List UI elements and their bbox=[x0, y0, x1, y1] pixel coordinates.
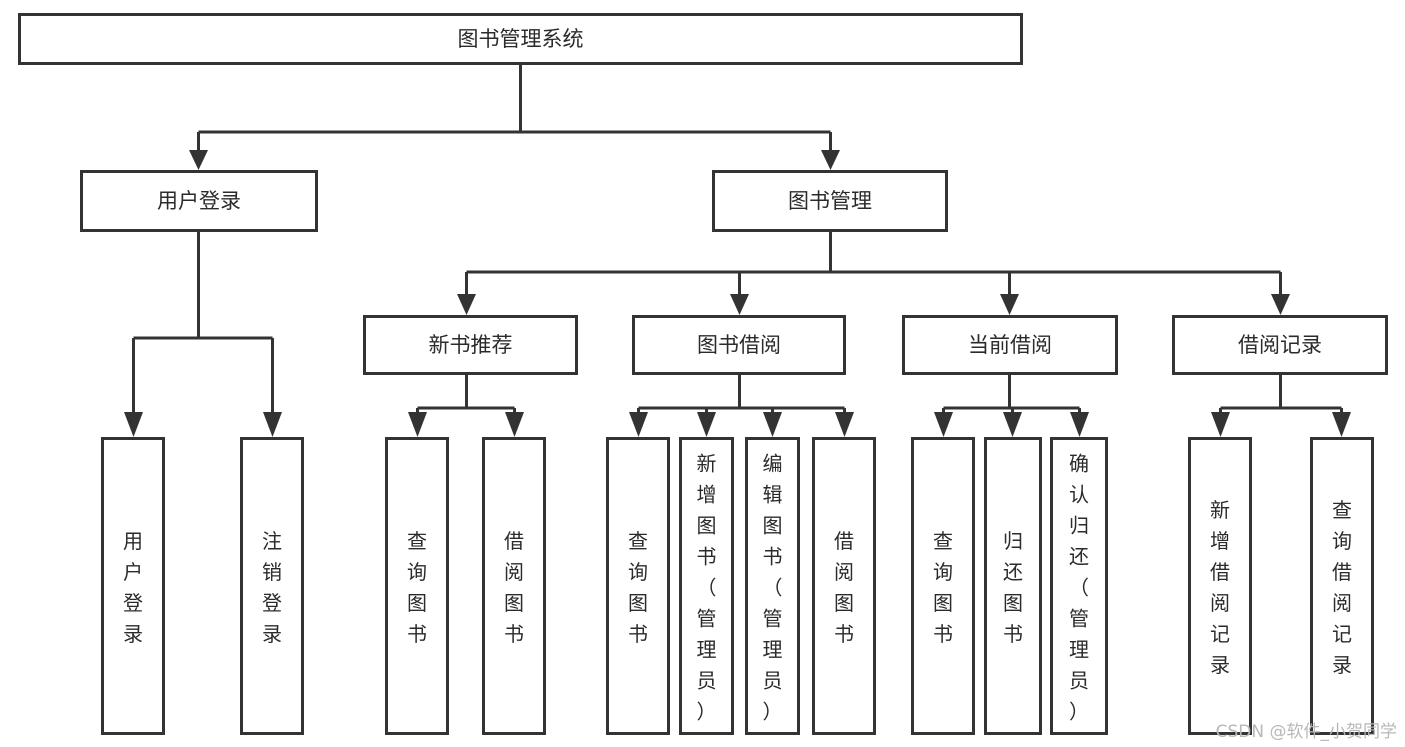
node-leaf-3-node-e5809fe99885e59bbee4b9a6-label: 借阅图书 bbox=[504, 529, 524, 646]
connector-layer bbox=[124, 65, 1351, 437]
node-level2-0-node-e794a8e688b7e799bbe5bd95-rect[interactable] bbox=[80, 170, 318, 232]
arrow-head-br-leaf-2 bbox=[1332, 412, 1351, 437]
node-leaf-0-node-e794a8e688b7e799bbe5bd95-label: 用户登录 bbox=[123, 529, 143, 646]
node-root-node-e59bbee4b9a6e7aea1e79086e7b3bbe7bb9f[interactable]: 图书管理系统 bbox=[18, 13, 1023, 65]
arrow-head-br-leaf-1 bbox=[1211, 412, 1230, 437]
node-level3-1-node-e59bbee4b9a6e5809fe99885-label: 图书借阅 bbox=[697, 333, 781, 357]
node-level3-3-node-e5809fe99885e8aeb0e5bd95-label: 借阅记录 bbox=[1238, 333, 1322, 357]
node-leaf-7-node-e5809fe99885e59bbee4b9a6-label: 借阅图书 bbox=[834, 529, 854, 646]
node-leaf-5-node-e696b0e5a29ee59bbee4b9a6efbc88e7aea1e79086e59198efbc89-label: 新增图书（管理员） bbox=[697, 452, 717, 724]
node-leaf-6-node-e7bc96e8be91e59bbee4b9a6efbc88e7aea1e79086e59198efbc89-label: 编辑图书（管理员） bbox=[763, 452, 783, 724]
arrow-head-leaf-logout bbox=[263, 412, 282, 437]
node-leaf-3-node-e5809fe99885e59bbee4b9a6-rect[interactable] bbox=[482, 437, 546, 735]
node-leaf-10-node-e7a1aee8aea4e5bd92e8bf98efbc88e7aea1e79086e59198efbc89[interactable]: 确认归还（管理员） bbox=[1050, 437, 1108, 735]
node-leaf-12-node-e69fa5e8afa2e5809fe99885e8aeb0e5bd95-label: 查询借阅记录 bbox=[1332, 498, 1352, 677]
node-leaf-7-node-e5809fe99885e59bbee4b9a6[interactable]: 借阅图书 bbox=[812, 437, 876, 735]
arrow-head-cb-leaf-3 bbox=[1070, 412, 1089, 437]
node-leaf-11-node-e696b0e5a29ee5809fe99885e8aeb0e5bd95-label: 新增借阅记录 bbox=[1210, 498, 1230, 677]
node-leaf-8-node-e69fa5e8afa2e59bbee4b9a6-rect[interactable] bbox=[911, 437, 975, 735]
node-level3-0-node-e696b0e4b9a6e68ea8e88d90[interactable]: 新书推荐 bbox=[363, 315, 578, 375]
node-level3-0-node-e696b0e4b9a6e68ea8e88d90-label: 新书推荐 bbox=[429, 333, 513, 357]
node-leaf-8-node-e69fa5e8afa2e59bbee4b9a6-label: 查询图书 bbox=[933, 529, 953, 646]
node-leaf-4-node-e69fa5e8afa2e59bbee4b9a6[interactable]: 查询图书 bbox=[606, 437, 670, 735]
node-level3-2-node-e5bd93e5898de5809fe99885-rect[interactable] bbox=[902, 315, 1118, 375]
node-leaf-12-node-e69fa5e8afa2e5809fe99885e8aeb0e5bd95[interactable]: 查询借阅记录 bbox=[1310, 437, 1374, 735]
node-leaf-11-node-e696b0e5a29ee5809fe99885e8aeb0e5bd95-rect[interactable] bbox=[1188, 437, 1252, 735]
node-leaf-11-node-e696b0e5a29ee5809fe99885e8aeb0e5bd95[interactable]: 新增借阅记录 bbox=[1188, 437, 1252, 735]
arrow-head-cb-leaf-1 bbox=[934, 412, 953, 437]
node-level3-0-node-e696b0e4b9a6e68ea8e88d90-rect[interactable] bbox=[363, 315, 578, 375]
arrow-head-new-book bbox=[457, 294, 476, 315]
node-leaf-1-node-e6b3a8e99480e799bbe5bd95[interactable]: 注销登录 bbox=[240, 437, 304, 735]
arrow-head-bb-leaf-4 bbox=[835, 412, 854, 437]
node-level2-1-node-e59bbee4b9a6e7aea1e79086[interactable]: 图书管理 bbox=[712, 170, 948, 232]
node-leaf-4-node-e69fa5e8afa2e59bbee4b9a6-rect[interactable] bbox=[606, 437, 670, 735]
node-root-node-e59bbee4b9a6e7aea1e79086e7b3bbe7bb9f-rect[interactable] bbox=[18, 13, 1023, 65]
node-leaf-1-node-e6b3a8e99480e799bbe5bd95-rect[interactable] bbox=[240, 437, 304, 735]
node-leaf-9-node-e5bd92e8bf98e59bbee4b9a6[interactable]: 归还图书 bbox=[984, 437, 1042, 735]
node-root-node-e59bbee4b9a6e7aea1e79086e7b3bbe7bb9f-label: 图书管理系统 bbox=[458, 27, 584, 51]
node-leaf-4-node-e69fa5e8afa2e59bbee4b9a6-label: 查询图书 bbox=[628, 529, 648, 646]
arrow-head-nb-leaf-1 bbox=[408, 412, 427, 437]
node-leaf-6-node-e7bc96e8be91e59bbee4b9a6efbc88e7aea1e79086e59198efbc89-rect[interactable] bbox=[745, 437, 800, 735]
node-leaf-9-node-e5bd92e8bf98e59bbee4b9a6-label: 归还图书 bbox=[1003, 529, 1023, 646]
arrow-head-nb-leaf-2 bbox=[505, 412, 524, 437]
arrow-head-book-borrow bbox=[730, 294, 749, 315]
arrow-head-bb-leaf-3 bbox=[763, 412, 782, 437]
node-leaf-5-node-e696b0e5a29ee59bbee4b9a6efbc88e7aea1e79086e59198efbc89[interactable]: 新增图书（管理员） bbox=[679, 437, 734, 735]
node-leaf-8-node-e69fa5e8afa2e59bbee4b9a6[interactable]: 查询图书 bbox=[911, 437, 975, 735]
arrow-head-bb-leaf-1 bbox=[629, 412, 648, 437]
node-level2-0-node-e794a8e688b7e799bbe5bd95-label: 用户登录 bbox=[157, 189, 241, 213]
node-leaf-5-node-e696b0e5a29ee59bbee4b9a6efbc88e7aea1e79086e59198efbc89-rect[interactable] bbox=[679, 437, 734, 735]
node-leaf-3-node-e5809fe99885e59bbee4b9a6[interactable]: 借阅图书 bbox=[482, 437, 546, 735]
node-leaf-9-node-e5bd92e8bf98e59bbee4b9a6-rect[interactable] bbox=[984, 437, 1042, 735]
node-leaf-6-node-e7bc96e8be91e59bbee4b9a6efbc88e7aea1e79086e59198efbc89[interactable]: 编辑图书（管理员） bbox=[745, 437, 800, 735]
arrow-head-cb-leaf-2 bbox=[1003, 412, 1022, 437]
node-level3-2-node-e5bd93e5898de5809fe99885-label: 当前借阅 bbox=[968, 333, 1052, 357]
node-level2-1-node-e59bbee4b9a6e7aea1e79086-label: 图书管理 bbox=[788, 189, 872, 213]
node-leaf-2-node-e69fa5e8afa2e59bbee4b9a6-label: 查询图书 bbox=[407, 529, 427, 646]
node-leaf-7-node-e5809fe99885e59bbee4b9a6-rect[interactable] bbox=[812, 437, 876, 735]
node-level3-3-node-e5809fe99885e8aeb0e5bd95[interactable]: 借阅记录 bbox=[1172, 315, 1388, 375]
arrow-head-user-login bbox=[189, 150, 208, 170]
node-level3-3-node-e5809fe99885e8aeb0e5bd95-rect[interactable] bbox=[1172, 315, 1388, 375]
arrow-head-current-borrow bbox=[1000, 294, 1019, 315]
node-leaf-2-node-e69fa5e8afa2e59bbee4b9a6[interactable]: 查询图书 bbox=[385, 437, 449, 735]
node-leaf-2-node-e69fa5e8afa2e59bbee4b9a6-rect[interactable] bbox=[385, 437, 449, 735]
node-leaf-0-node-e794a8e688b7e799bbe5bd95-rect[interactable] bbox=[101, 437, 165, 735]
node-leaf-10-node-e7a1aee8aea4e5bd92e8bf98efbc88e7aea1e79086e59198efbc89-rect[interactable] bbox=[1050, 437, 1108, 735]
node-level2-0-node-e794a8e688b7e799bbe5bd95[interactable]: 用户登录 bbox=[80, 170, 318, 232]
node-leaf-10-node-e7a1aee8aea4e5bd92e8bf98efbc88e7aea1e79086e59198efbc89-label: 确认归还（管理员） bbox=[1069, 452, 1089, 724]
node-level3-1-node-e59bbee4b9a6e5809fe99885[interactable]: 图书借阅 bbox=[632, 315, 846, 375]
arrow-head-book-mgmt bbox=[821, 150, 840, 170]
node-level3-1-node-e59bbee4b9a6e5809fe99885-rect[interactable] bbox=[632, 315, 846, 375]
node-leaf-1-node-e6b3a8e99480e799bbe5bd95-label: 注销登录 bbox=[262, 529, 282, 646]
node-level3-2-node-e5bd93e5898de5809fe99885[interactable]: 当前借阅 bbox=[902, 315, 1118, 375]
node-level2-1-node-e59bbee4b9a6e7aea1e79086-rect[interactable] bbox=[712, 170, 948, 232]
arrow-head-leaf-user-login bbox=[124, 412, 143, 437]
node-layer: 图书管理系统用户登录图书管理新书推荐图书借阅当前借阅借阅记录用户登录注销登录查询… bbox=[18, 13, 1388, 735]
arrow-head-bb-leaf-2 bbox=[697, 412, 716, 437]
node-leaf-0-node-e794a8e688b7e799bbe5bd95[interactable]: 用户登录 bbox=[101, 437, 165, 735]
node-leaf-12-node-e69fa5e8afa2e5809fe99885e8aeb0e5bd95-rect[interactable] bbox=[1310, 437, 1374, 735]
arrow-head-borrow-record bbox=[1271, 294, 1290, 315]
